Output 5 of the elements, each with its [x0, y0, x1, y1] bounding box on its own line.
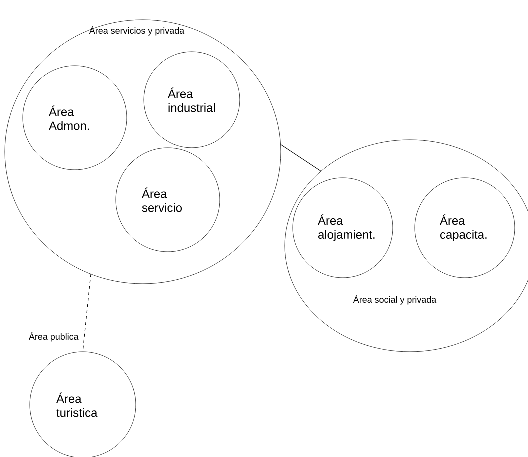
connector-line — [82, 274, 92, 352]
connector-line — [280, 144, 322, 172]
area-heading: Área social y privada — [353, 295, 437, 305]
area-heading: Área servicios y privada — [89, 26, 185, 36]
area-heading: Área publica — [28, 332, 79, 342]
